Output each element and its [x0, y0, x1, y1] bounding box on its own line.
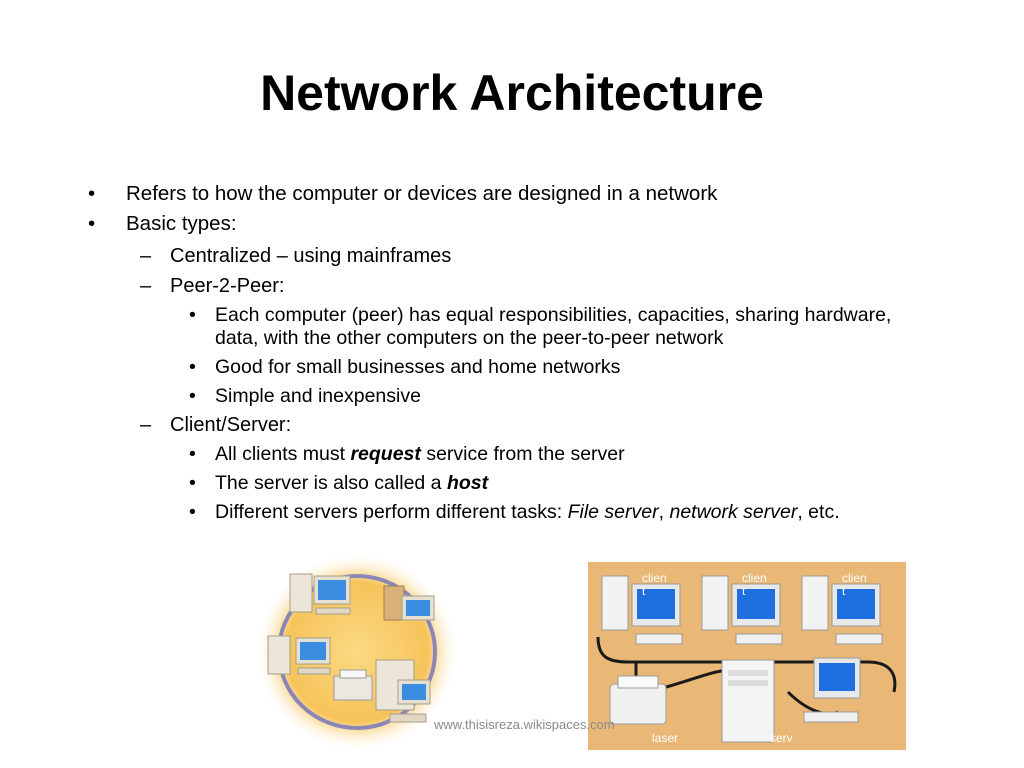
peer-computer-icon	[375, 659, 431, 723]
peer-computer-icon	[267, 635, 331, 675]
printer-label-b: printer	[652, 748, 687, 762]
server-label-a: serv	[770, 731, 793, 745]
bullet-p2p-each-line2: data, with the other computers on the pe…	[215, 327, 724, 349]
printer-label-a: laser	[652, 731, 679, 745]
bullet-marker: •	[88, 182, 96, 205]
bullet-marker: •	[189, 443, 196, 465]
server-label-b: er	[770, 748, 781, 762]
client-label-3a: clien	[842, 571, 867, 585]
bullet-refers: Refers to how the computer or devices ar…	[126, 182, 718, 205]
client-computer-icon	[601, 575, 683, 645]
slide-title: Network Architecture	[260, 65, 764, 121]
bullet-p2p-simple: Simple and inexpensive	[215, 385, 421, 407]
client-computer-icon	[801, 575, 883, 645]
text-span: service from the server	[420, 443, 625, 465]
client-computer-icon	[701, 575, 783, 645]
printer-icon	[333, 669, 373, 701]
text-span: The server is also called a	[215, 472, 447, 494]
emphasis-file-server: File server	[567, 501, 659, 523]
footer-url: www.thisisreza.wikispaces.com	[434, 717, 615, 732]
peer-computer-icon	[289, 573, 351, 615]
bullet-p2p-each-line1: Each computer (peer) has equal responsib…	[215, 304, 892, 326]
bullet-p2p-good: Good for small businesses and home netwo…	[215, 356, 621, 378]
client-label-2a: clien	[742, 571, 767, 585]
emphasis-network-server: network server	[669, 501, 798, 523]
bullet-marker: •	[88, 212, 96, 235]
bullet-client-server: Client/Server:	[170, 414, 292, 436]
bullet-marker: •	[189, 501, 196, 523]
text-span: ,	[658, 501, 670, 523]
laser-printer-icon	[609, 675, 667, 725]
bullet-cs-host: The server is also called a host	[215, 471, 488, 495]
text-span: , etc.	[797, 501, 840, 523]
bullet-basic-types: Basic types:	[126, 212, 237, 235]
dash-marker: –	[140, 275, 152, 297]
client-label-3b: t	[842, 584, 846, 598]
client-label-1b: t	[642, 584, 646, 598]
text-span: All clients must	[215, 443, 351, 465]
bullet-marker: •	[189, 356, 196, 378]
peer-computer-icon	[383, 585, 435, 621]
dash-marker: –	[140, 245, 152, 267]
emphasis-host: host	[446, 472, 489, 494]
bullet-peer2peer: Peer-2-Peer:	[170, 275, 285, 297]
client-server-illustration: clien t clien t clien t laser serv	[588, 562, 906, 750]
dash-marker: –	[140, 414, 152, 436]
server-icon	[721, 659, 775, 743]
bullet-cs-request: All clients must request service from th…	[215, 442, 625, 466]
client-label-1a: clien	[642, 571, 667, 585]
emphasis-request: request	[350, 443, 421, 465]
bullet-marker: •	[189, 385, 196, 407]
client-computer-icon	[803, 657, 861, 723]
bullet-cs-different: Different servers perform different task…	[215, 500, 840, 524]
client-label-2b: t	[742, 584, 746, 598]
text-span: Different servers perform different task…	[215, 501, 568, 523]
peer-to-peer-illustration	[250, 552, 465, 757]
bullet-centralized: Centralized – using mainframes	[170, 245, 452, 267]
bullet-marker: •	[189, 304, 196, 326]
bullet-marker: •	[189, 472, 196, 494]
